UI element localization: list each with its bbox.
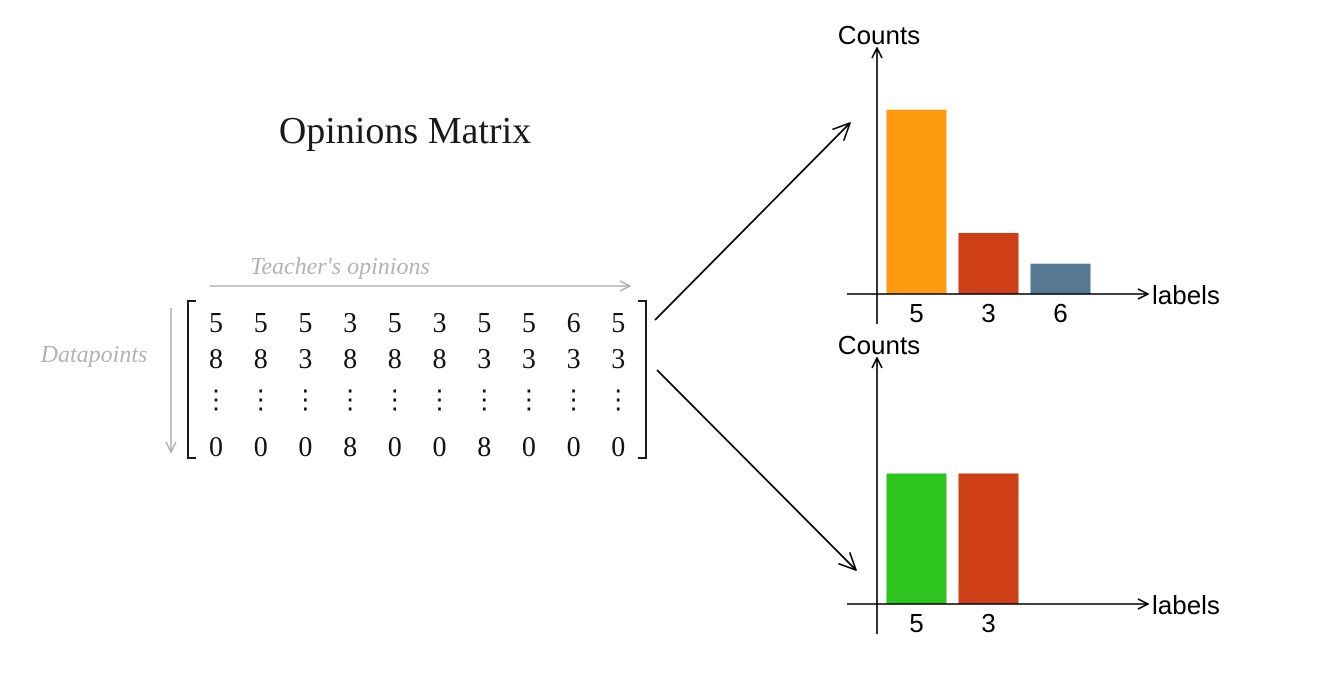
tick-label: 3 xyxy=(981,298,995,328)
x-axis-label: labels xyxy=(1152,590,1220,620)
matrix-cell: ⋮ xyxy=(471,385,497,414)
matrix-cell: ⋮ xyxy=(203,385,229,414)
tick-label: 5 xyxy=(909,298,923,328)
matrix-cell: 8 xyxy=(388,344,402,375)
matrix-cell: 5 xyxy=(522,308,536,339)
matrix-cell: 3 xyxy=(567,344,581,375)
matrix-cell: 0 xyxy=(522,432,536,463)
matrix-cell: ⋮ xyxy=(561,385,587,414)
matrix-axis-annotations: Teacher's opinions Datapoints xyxy=(40,254,630,452)
matrix-cell: 0 xyxy=(433,432,447,463)
matrix-left-bracket xyxy=(187,300,196,459)
bottom-label-histogram: Counts labels 5 3 xyxy=(838,330,1220,638)
matrix-cell: 3 xyxy=(611,344,625,375)
matrix-cell: ⋮ xyxy=(516,385,542,414)
matrix-cell: ⋮ xyxy=(382,385,408,414)
matrix-cell: 3 xyxy=(343,308,357,339)
x-axis-label: labels xyxy=(1152,280,1220,310)
tick-label: 6 xyxy=(1053,298,1067,328)
matrix-cell: 8 xyxy=(433,344,447,375)
tick-label: 5 xyxy=(909,608,923,638)
bar-label-3 xyxy=(957,472,1020,605)
matrix-cell: 0 xyxy=(254,432,268,463)
matrix-cell: 5 xyxy=(254,308,268,339)
matrix-cell: ⋮ xyxy=(337,385,363,414)
matrix-cell: ⋮ xyxy=(427,385,453,414)
matrix-cell: 3 xyxy=(433,308,447,339)
matrix-cell: ⋮ xyxy=(292,385,318,414)
diagram-title: Opinions Matrix xyxy=(279,110,531,152)
matrix-cell: 5 xyxy=(611,308,625,339)
bar-label-5 xyxy=(885,472,948,605)
bar-label-5 xyxy=(885,108,948,295)
matrix-cell: 0 xyxy=(611,432,625,463)
bar-label-6 xyxy=(1029,262,1092,295)
matrix-cell: 8 xyxy=(254,344,268,375)
matrix-cell: 5 xyxy=(209,308,223,339)
matrix-cell: ⋮ xyxy=(248,385,274,414)
matrix-cell: 0 xyxy=(298,432,312,463)
matrix-cell: 8 xyxy=(477,432,491,463)
matrix-cell: 0 xyxy=(209,432,223,463)
matrix-cell: 5 xyxy=(477,308,491,339)
matrix-cell: 8 xyxy=(343,344,357,375)
teachers-opinions-label: Teacher's opinions xyxy=(250,254,430,280)
top-label-histogram: Counts labels 5 3 6 xyxy=(838,20,1220,328)
tick-label: 3 xyxy=(981,608,995,638)
matrix-cell: 0 xyxy=(567,432,581,463)
matrix-cell: 6 xyxy=(567,308,581,339)
matrix-cell: ⋮ xyxy=(605,385,631,414)
bar-label-3 xyxy=(957,231,1020,295)
arrow-to-top-chart xyxy=(654,123,850,321)
matrix-cell: 3 xyxy=(298,344,312,375)
matrix-cell: 5 xyxy=(298,308,312,339)
matrix-cell: 8 xyxy=(209,344,223,375)
y-axis-label: Counts xyxy=(838,330,920,360)
y-axis-label: Counts xyxy=(838,20,920,50)
matrix-cell: 0 xyxy=(388,432,402,463)
matrix-cell: 3 xyxy=(522,344,536,375)
matrix-cell: 5 xyxy=(388,308,402,339)
matrix-cell: 3 xyxy=(477,344,491,375)
datapoints-label: Datapoints xyxy=(40,342,148,368)
matrix-brackets xyxy=(187,300,647,459)
matrix-right-bracket xyxy=(638,300,647,459)
arrow-to-bottom-chart xyxy=(656,369,856,570)
matrix-cell: 8 xyxy=(343,432,357,463)
